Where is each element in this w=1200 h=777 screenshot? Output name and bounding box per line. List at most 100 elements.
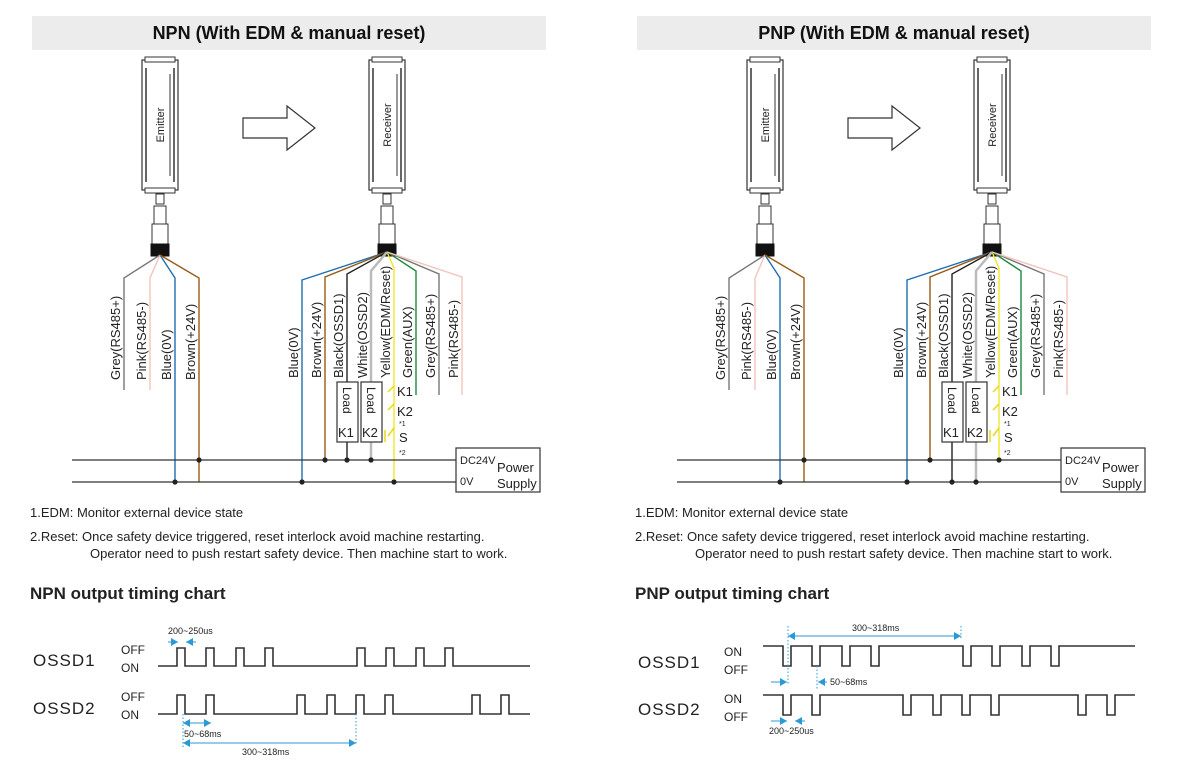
state-lower: ON <box>121 661 139 675</box>
junction-dot <box>777 479 783 485</box>
receiver-wire-label: White(OSSD2) <box>960 292 975 378</box>
contact-k2: K2 <box>397 404 413 419</box>
receiver-wire <box>991 251 1045 395</box>
pulse-gap-label: 50~68ms <box>830 677 868 687</box>
signal-name-ossd2: OSSD2 <box>33 699 96 718</box>
contact-symbol-icon <box>989 385 1000 442</box>
junction-dot <box>391 479 397 485</box>
device-cap-bottom <box>371 187 403 194</box>
connector-neck <box>155 193 165 205</box>
relay-label: K2 <box>362 425 378 440</box>
receiver-wire <box>991 251 1000 460</box>
contact-k2: K2 <box>1002 404 1018 419</box>
receiver-wire-label: Black(OSSD1) <box>331 293 346 378</box>
ps-0v-label: 0V <box>460 476 474 488</box>
emitter-wire-label: Brown(+24V) <box>183 304 198 380</box>
power-supply-box <box>1060 447 1146 493</box>
ossd1-waveform <box>158 647 530 667</box>
period-label: 300~318ms <box>242 747 290 757</box>
power-supply-box <box>455 447 541 493</box>
emitter-wire-label: Grey(RS485+) <box>713 296 728 380</box>
receiver-wire-label: Brown(+24V) <box>309 302 324 378</box>
footnote-mark-2: *2 <box>399 450 406 457</box>
device-housing <box>368 59 406 191</box>
switch-s: S <box>1004 430 1013 445</box>
emitter-wire-label: Brown(+24V) <box>788 304 803 380</box>
connector-neck <box>760 193 770 205</box>
receiver-device: Receiver <box>973 56 1011 257</box>
receiver-wire-label: Yellow(EDM/Reset) <box>378 266 393 378</box>
relay-label: K1 <box>943 425 959 440</box>
load-label: Load <box>364 387 378 414</box>
receiver-wire-label: Pink(RS485-) <box>446 300 461 378</box>
signal-name-ossd1: OSSD1 <box>33 651 96 670</box>
panel-title: NPN (With EDM & manual reset) <box>32 16 546 50</box>
pulse-width-label: 200~250us <box>769 726 814 736</box>
receiver-wire <box>991 251 1068 395</box>
load-label: Load <box>945 387 959 414</box>
dimension-arrow-icon <box>171 638 178 646</box>
direction-arrow-icon <box>847 104 921 152</box>
dimension-arrow-icon <box>780 717 787 725</box>
device-label: Emitter <box>760 107 772 142</box>
emitter-wire <box>159 254 200 482</box>
device-cap-bottom <box>144 187 176 194</box>
junction-dot <box>927 457 933 463</box>
receiver-wire <box>991 251 1022 395</box>
direction-arrow-icon <box>242 104 316 152</box>
emitter-wire <box>754 254 766 390</box>
receiver-wire <box>386 251 463 395</box>
junction-dot <box>322 457 328 463</box>
dimension-arrow-icon <box>788 632 795 640</box>
connector-nut <box>755 243 775 257</box>
connector-body <box>985 205 999 225</box>
ossd1-waveform <box>763 645 1135 667</box>
receiver-wire <box>324 251 388 460</box>
emitter-wire-label: Blue(0V) <box>159 329 174 380</box>
receiver-wire <box>386 251 417 395</box>
emitter-wire-label: Pink(RS485-) <box>739 302 754 380</box>
connector-body <box>153 205 167 225</box>
device-housing <box>746 59 784 191</box>
connector-sleeve <box>756 223 774 245</box>
connector-body <box>380 205 394 225</box>
dimension-arrow-icon <box>183 719 190 727</box>
junction-dot <box>196 457 202 463</box>
state-lower: OFF <box>724 710 748 724</box>
device-label: Receiver <box>382 103 394 147</box>
emitter-wire <box>764 254 781 482</box>
ps-name-line2: Supply <box>1102 476 1142 491</box>
note-edm: 1.EDM: Monitor external device state <box>30 505 244 520</box>
device-cap-top <box>371 56 403 63</box>
note-reset-1: 2.Reset: Once safety device triggered, r… <box>635 529 1090 544</box>
load-label: Load <box>969 387 983 414</box>
footnote-mark-1: *1 <box>1004 421 1011 428</box>
junction-dot <box>172 479 178 485</box>
receiver-wire-label: Pink(RS485-) <box>1051 300 1066 378</box>
receiver-wire <box>386 251 395 482</box>
ossd2-waveform <box>763 694 1135 716</box>
device-cap-bottom <box>749 187 781 194</box>
connector-neck <box>987 193 997 205</box>
emitter-wire <box>123 254 161 390</box>
dimension-arrow-icon <box>183 739 190 747</box>
connector-sleeve <box>378 223 396 245</box>
signal-name-ossd2: OSSD2 <box>638 700 701 719</box>
ps-dc24v-label: DC24V <box>460 455 496 467</box>
dimension-arrow-icon <box>954 632 961 640</box>
connector-sleeve <box>983 223 1001 245</box>
junction-dot <box>949 479 955 485</box>
relay-label: K1 <box>338 425 354 440</box>
period-label: 300~318ms <box>852 623 900 633</box>
emitter-wire <box>159 254 176 482</box>
state-lower: ON <box>121 708 139 722</box>
receiver-wire-label: Grey(RS485+) <box>423 294 438 378</box>
dimension-arrow-icon <box>349 739 356 747</box>
receiver-wire-label: Blue(0V) <box>891 327 906 378</box>
emitter-wire <box>149 254 161 390</box>
state-upper: ON <box>724 645 742 659</box>
receiver-wire <box>386 251 440 395</box>
